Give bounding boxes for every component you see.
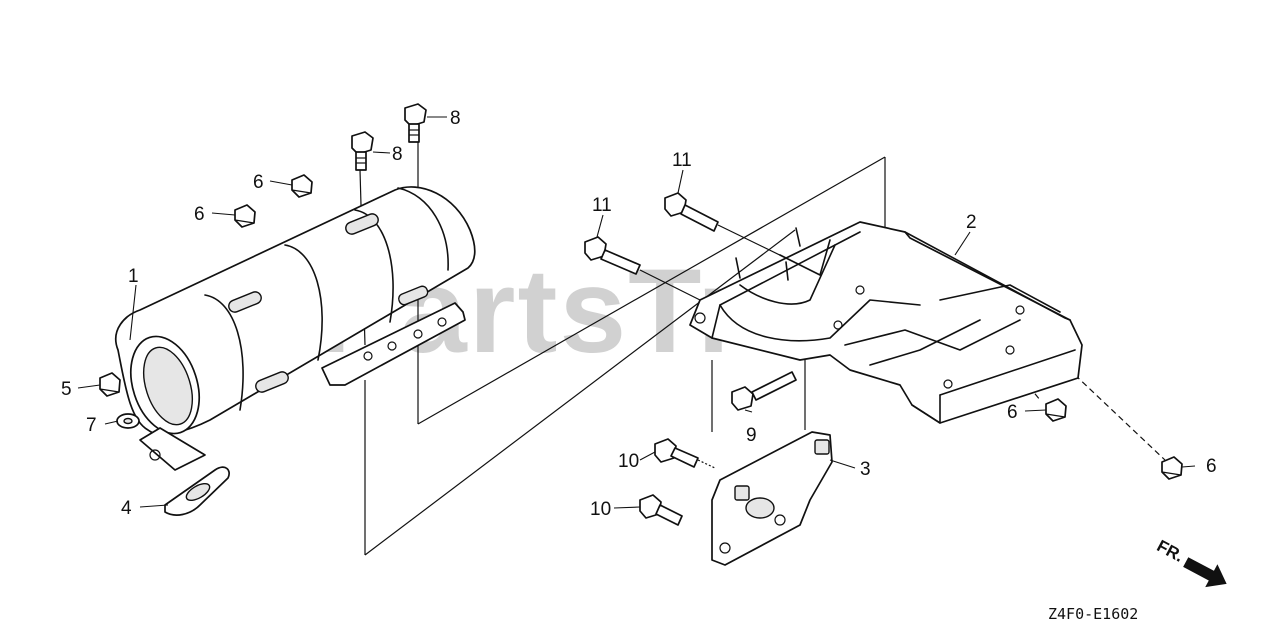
callout-10-a: 10 — [618, 451, 639, 472]
callout-8-b: 8 — [392, 144, 403, 165]
callout-6-right-a: 6 — [1007, 402, 1018, 423]
flange-nut — [99, 372, 121, 397]
flange-nut-right-b — [1161, 456, 1183, 480]
callout-11-b: 11 — [592, 195, 612, 216]
leader-lines — [77, 116, 1196, 509]
flange-nut-upper-a — [291, 174, 313, 198]
callout-8-a: 8 — [450, 108, 461, 129]
flange-nut-right-a — [1045, 398, 1067, 422]
callout-5: 5 — [61, 379, 72, 400]
callout-11-a: 11 — [672, 150, 692, 171]
callout-1: 1 — [128, 266, 139, 287]
gasket — [164, 466, 230, 516]
heat-shield-cylinder — [115, 186, 476, 471]
direction-arrow-icon — [1183, 557, 1227, 588]
callout-6-upper-a: 6 — [253, 172, 264, 193]
callout-7: 7 — [86, 415, 97, 436]
callout-9: 9 — [746, 425, 757, 446]
callout-labels: 1 2 3 4 5 6 6 6 6 7 8 8 9 10 10 11 11 — [61, 108, 1217, 520]
support-plate — [711, 431, 833, 566]
callout-6-right-b: 6 — [1206, 456, 1217, 477]
bolt-11-lower — [584, 236, 701, 301]
callout-6-upper-b: 6 — [194, 204, 205, 225]
direction-label: FR. — [1154, 536, 1187, 566]
bolt-10-upper — [654, 438, 716, 469]
callout-3: 3 — [860, 459, 871, 480]
protector-frame — [689, 221, 1083, 424]
bolt-upper-a — [404, 103, 427, 143]
flange-nut-upper-b — [234, 204, 256, 228]
drawing-code: Z4F0-E1602 — [1048, 605, 1138, 623]
front-direction-indicator: FR. — [1154, 536, 1227, 588]
callout-4: 4 — [121, 498, 132, 519]
bolt-10-lower — [639, 494, 683, 526]
callout-2: 2 — [966, 212, 977, 233]
washer — [116, 413, 140, 429]
bolt-11-upper — [664, 192, 791, 261]
bolt-9 — [731, 371, 797, 411]
bolt-upper-b — [351, 131, 374, 171]
callout-10-b: 10 — [590, 499, 611, 520]
